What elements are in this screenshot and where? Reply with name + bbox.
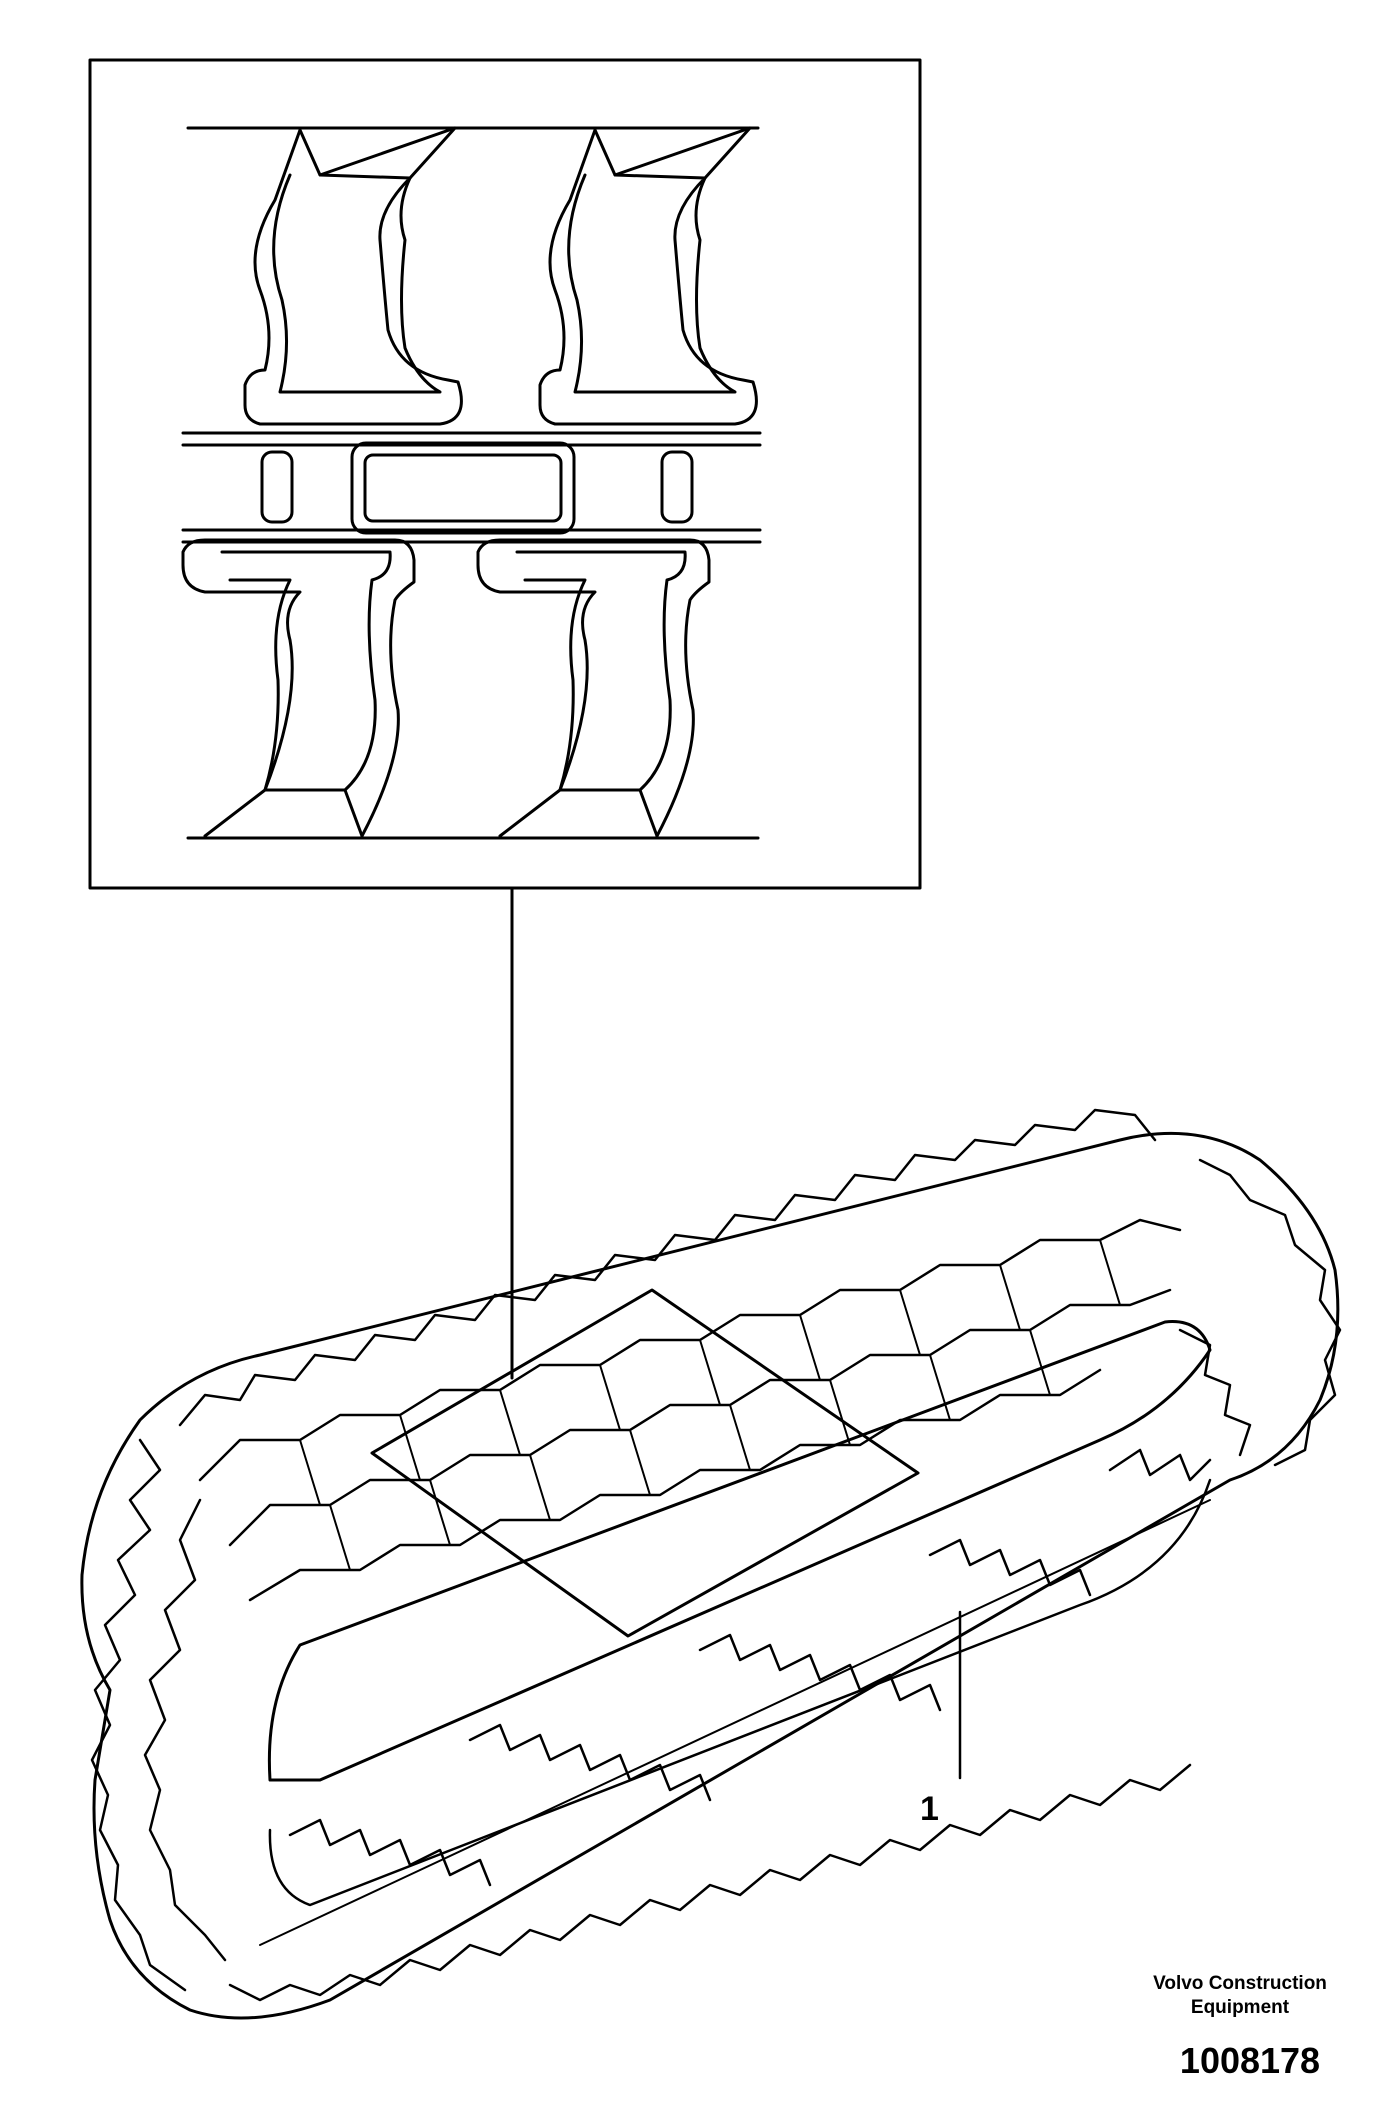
track-outer-outline (80, 1131, 1340, 2020)
publisher-line-2: Equipment (1190, 1997, 1290, 2018)
track-inner-opening (267, 1320, 1212, 1782)
center-link (660, 450, 694, 524)
center-link (350, 441, 576, 535)
lug-separators (299, 1239, 1121, 1571)
center-link (260, 450, 294, 524)
end-curve-lugs (90, 1158, 1342, 1992)
center-link (363, 453, 563, 523)
lower-tread-lug (181, 538, 416, 838)
inset-frame (88, 58, 922, 890)
rubber-track (80, 1108, 1342, 2020)
publisher-name: Volvo Construction Equipment (1080, 1972, 1397, 2020)
guide-lug-row (268, 1328, 1252, 1907)
upper-tread-lug (538, 126, 758, 426)
bottom-tread-lugs (228, 1499, 1211, 2002)
lower-tread-lug (476, 538, 711, 838)
callout-number: 1 (920, 1790, 939, 1828)
figure-number: 1008178 (1179, 2040, 1321, 2081)
upper-tread-lug (243, 126, 463, 426)
detail-area-box (370, 1288, 920, 1638)
center-band (181, 431, 762, 544)
top-tread-lugs (178, 1108, 1182, 1602)
tread-detail-inset (88, 58, 922, 890)
publisher-line-1: Volvo Construction (1153, 1973, 1327, 1994)
